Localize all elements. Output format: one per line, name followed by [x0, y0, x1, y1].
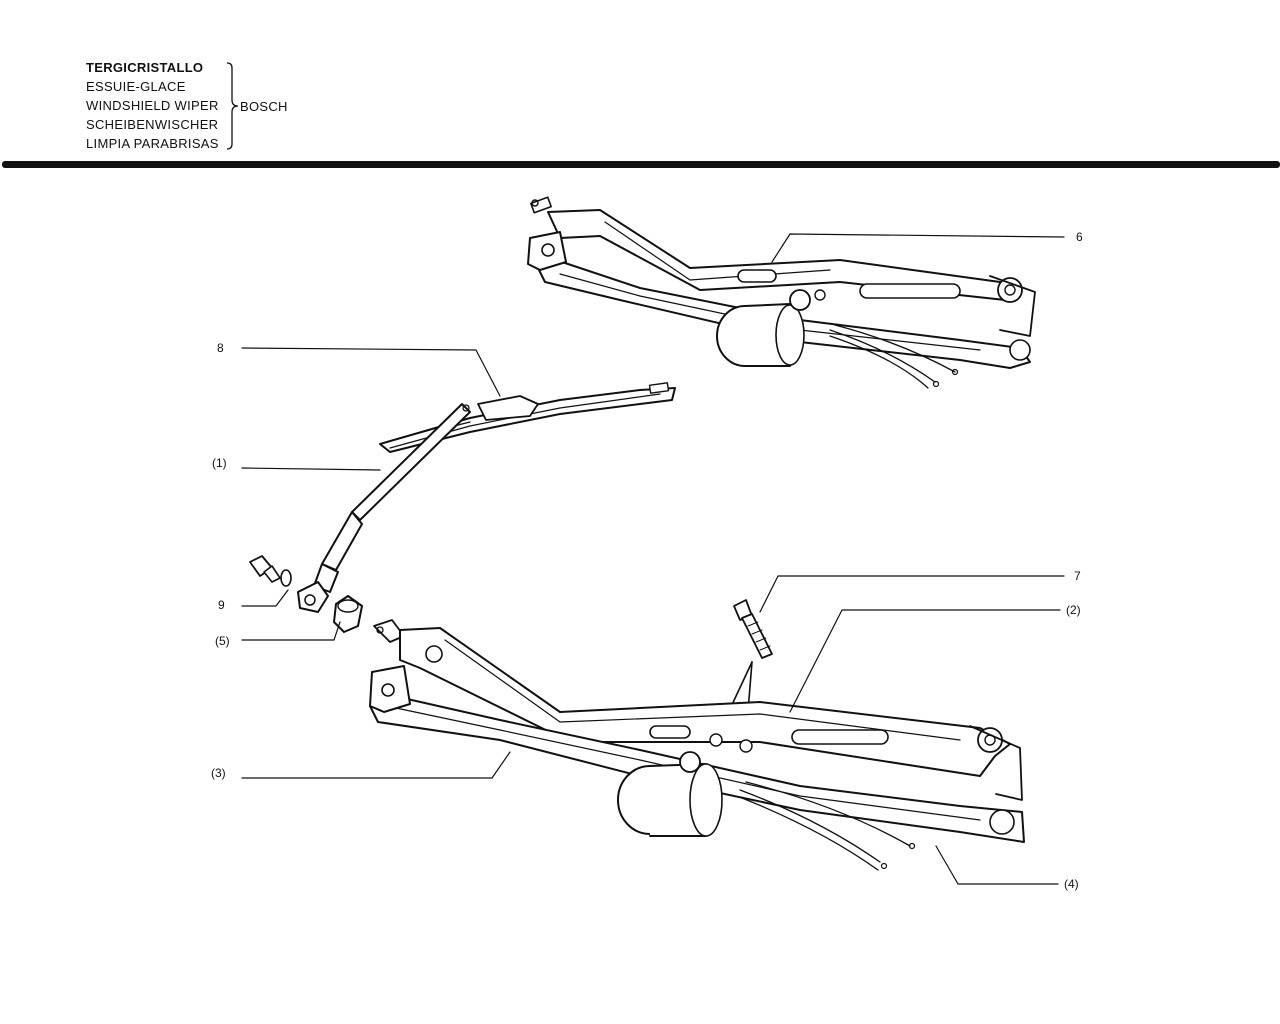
header-rule [2, 161, 1280, 168]
title-german: SCHEIBENWISCHER [86, 117, 219, 132]
callout-9: 9 [218, 598, 225, 612]
title-spanish: LIMPIA PARABRISAS [86, 136, 219, 151]
callout-3: (3) [211, 766, 226, 780]
callout-2: (2) [1066, 603, 1081, 617]
title-french: ESSUIE-GLACE [86, 79, 186, 94]
title-italian: TERGICRISTALLO [86, 60, 204, 75]
callout-6: 6 [1076, 230, 1083, 244]
title-english: WINDSHIELD WIPER [86, 98, 219, 113]
header-brace [226, 62, 239, 150]
callout-8: 8 [217, 341, 224, 355]
leader-lines [241, 233, 1065, 885]
wiper-blade [379, 382, 676, 453]
callout-1: (1) [212, 456, 227, 470]
callout-5: (5) [215, 634, 230, 648]
spindle-nut [333, 595, 363, 633]
header-block: TERGICRISTALLO ESSUIE-GLACE WINDSHIELD W… [86, 60, 306, 152]
lower-linkage-assembly [369, 619, 1025, 871]
wiper-arm [297, 403, 471, 613]
arm-bolt-washer [249, 555, 292, 587]
callout-4: (4) [1064, 877, 1079, 891]
upper-linkage-assembly [527, 196, 1036, 389]
brand-label: BOSCH [240, 99, 288, 114]
callout-7: 7 [1074, 569, 1081, 583]
